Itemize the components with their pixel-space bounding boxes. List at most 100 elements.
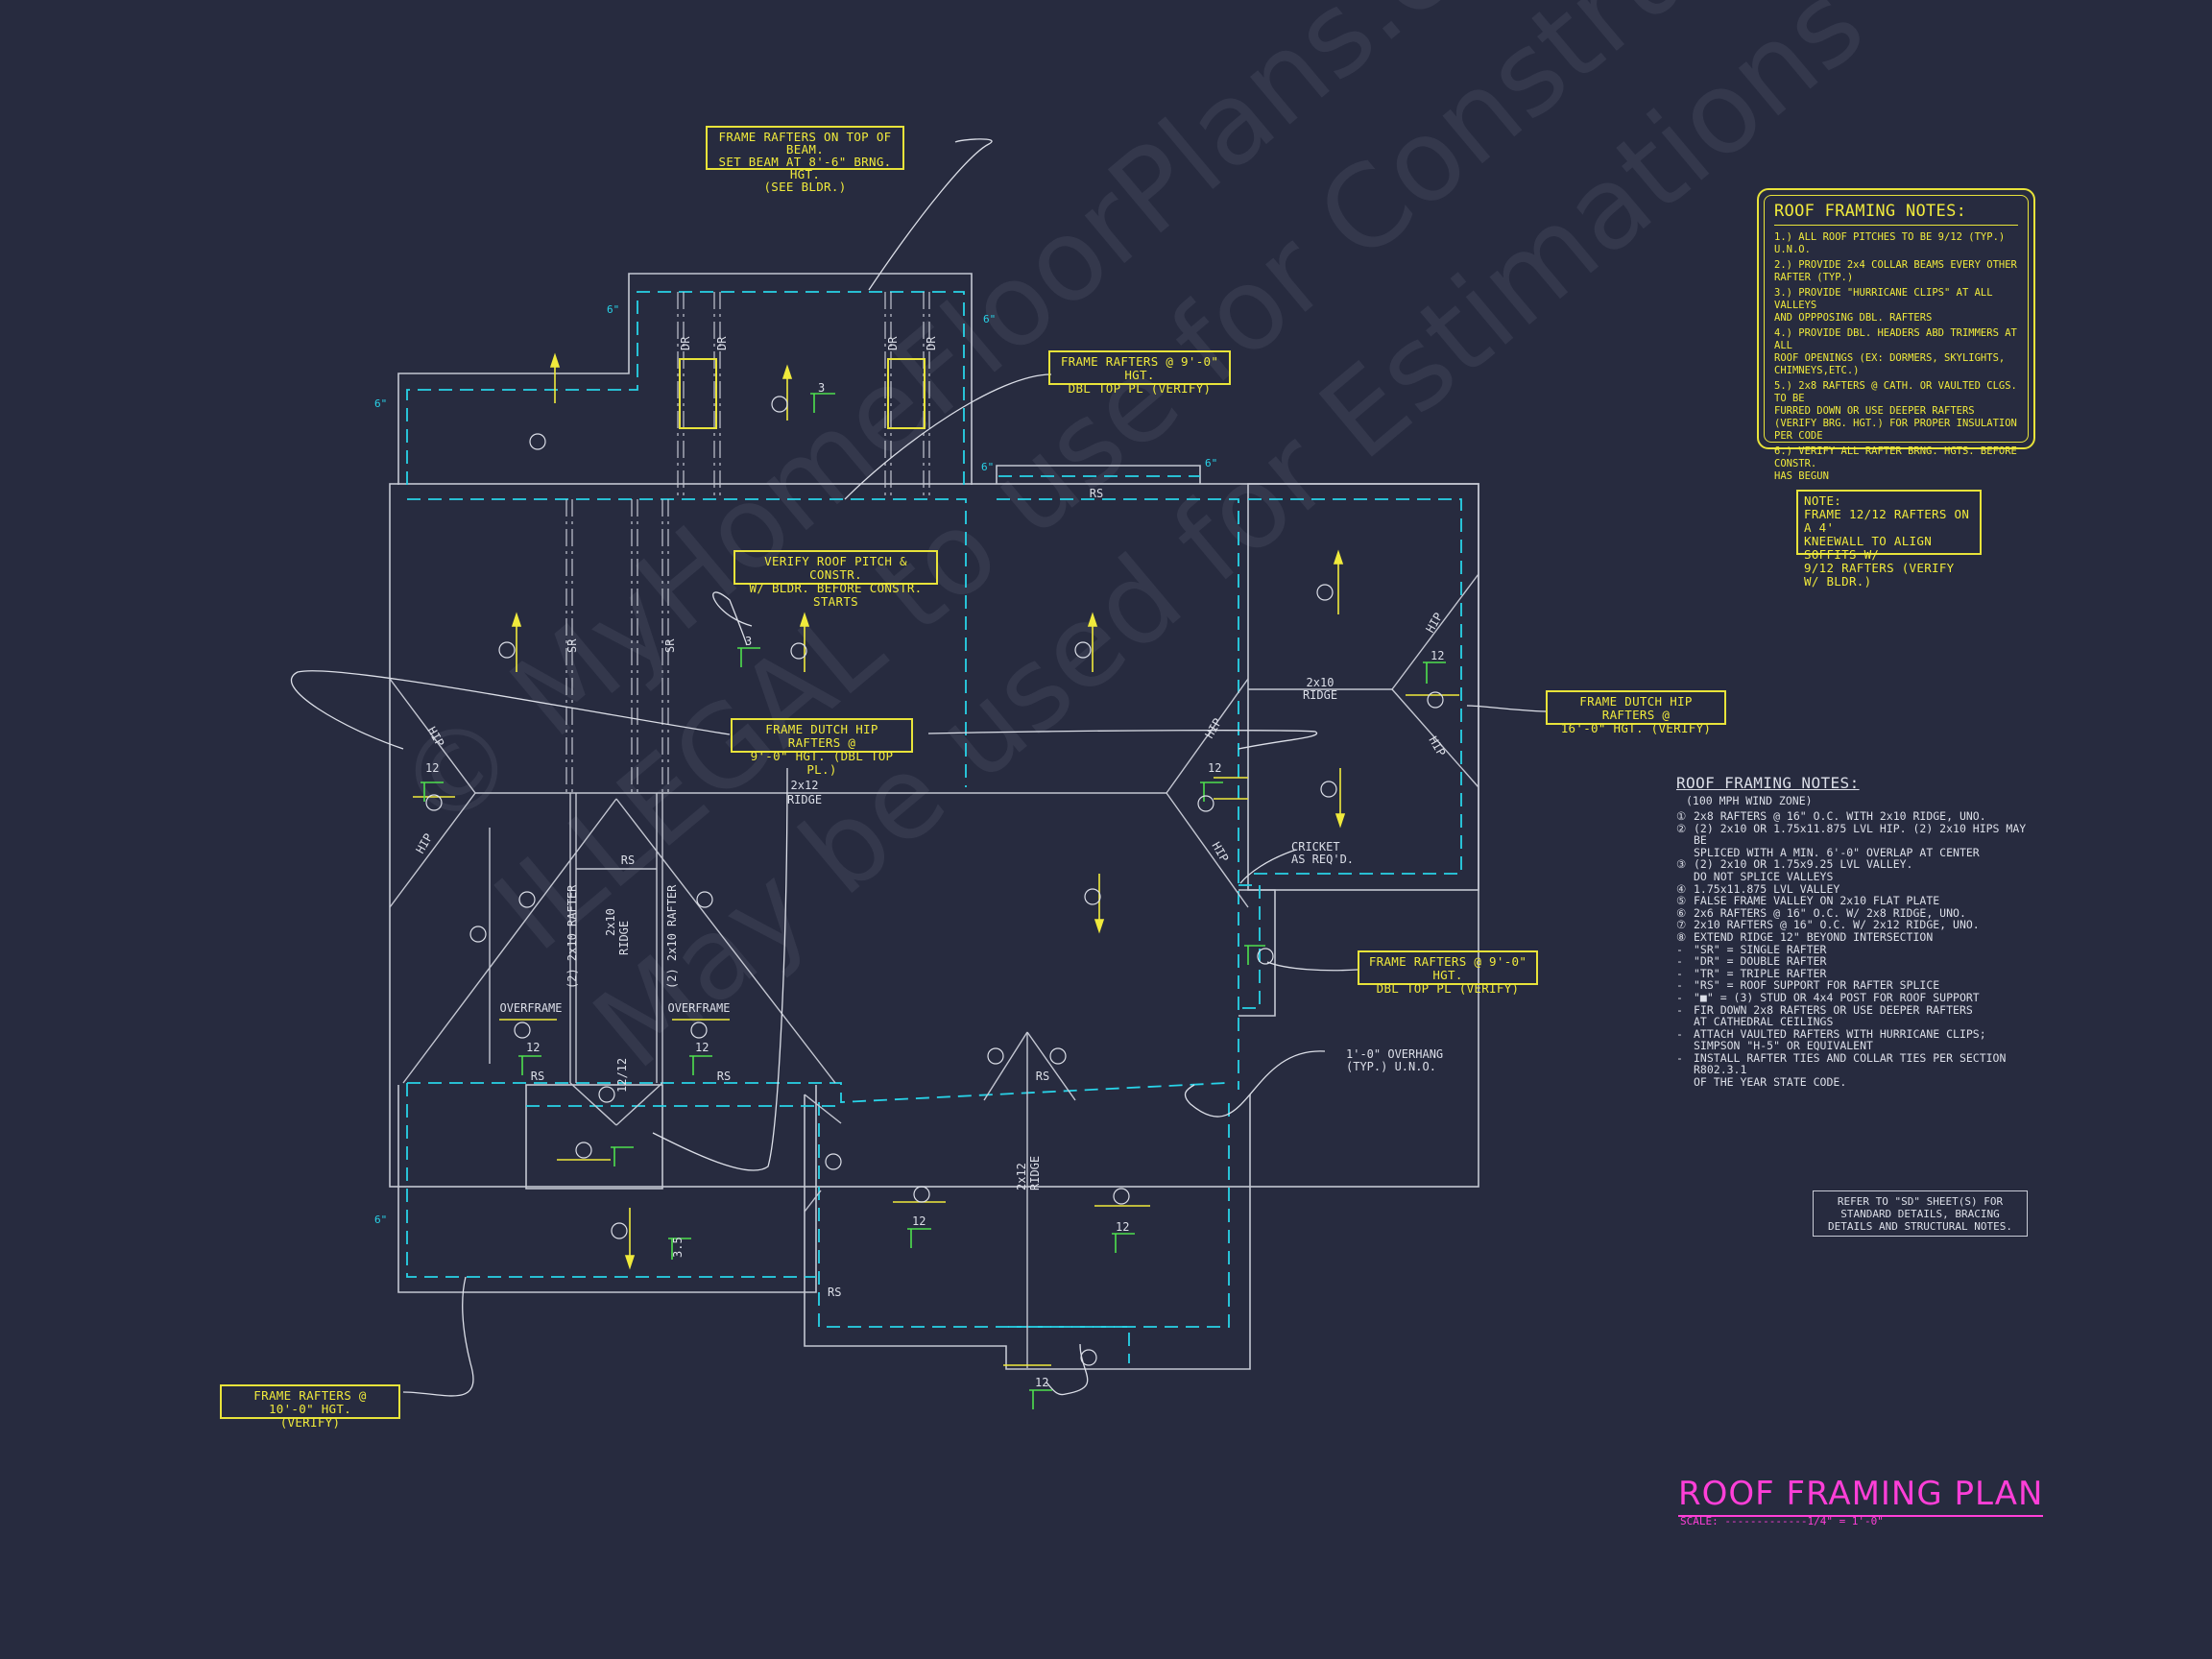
twelve-3: 12	[1431, 649, 1444, 662]
legend-mark: ②	[1676, 821, 1687, 835]
upper-left-wing	[397, 273, 973, 485]
legend-text: FALSE FRAME VALLEY ON 2x10 FLAT PLATE	[1694, 894, 1940, 908]
legend-text: "■" = (3) STUD OR 4x4 POST FOR ROOF SUPP…	[1694, 990, 1980, 1004]
legend-mark: -	[1676, 1026, 1683, 1041]
legend-text: "RS" = ROOF SUPPORT FOR RAFTER SPLICE	[1694, 978, 1940, 993]
right-side-step	[1238, 889, 1276, 1017]
center-ridge-word-label: RIDGE	[617, 921, 631, 955]
right-wing	[1247, 483, 1479, 891]
rafter-2x10-right-label: (2) 2x10 RAFTER	[665, 884, 679, 989]
callout-dbl-top-upper: FRAME RAFTERS @ 9'-0" HGT. DBL TOP PL (V…	[1048, 350, 1231, 396]
legend-text: FIR DOWN 2x8 RAFTERS OR USE DEEPER RAFTE…	[1694, 1002, 1973, 1029]
slope-arrows	[413, 352, 1459, 1366]
dim-6in-2: 6"	[983, 313, 996, 325]
right-hip-lower	[1391, 688, 1479, 788]
overhang-label: 1'-0" OVERHANG(TYP.) U.N.O.	[1346, 1047, 1443, 1073]
rs-label-center: RS	[1036, 1070, 1049, 1083]
twelve-1: 12	[425, 761, 439, 775]
legend-text: ATTACH VAULTED RAFTERS WITH HURRICANE CL…	[1694, 1026, 1986, 1053]
roof-note-6: 6.) VERIFY ALL RAFTER BRNG. HGTS. BEFORE…	[1774, 445, 2017, 482]
valley-step-b	[804, 1190, 822, 1213]
legend-mark: ③	[1676, 857, 1687, 872]
callout-dutch-hip-right: FRAME DUTCH HIP RAFTERS @ 16'-0" HGT. (V…	[1546, 690, 1726, 735]
callout-dutch-hip-left: FRAME DUTCH HIP RAFTERS @ 9'-0" HGT. (DB…	[731, 718, 913, 777]
dim-6in-3: 6"	[374, 397, 387, 410]
dim-6in-4: 6"	[981, 461, 994, 473]
callout-note-kneewall: NOTE: FRAME 12/12 RAFTERS ON A 4' KNEEWA…	[1796, 490, 1982, 589]
roof-framing-notes-inner: ROOF FRAMING NOTES: 1.) ALL ROOF PITCHES…	[1764, 195, 2029, 482]
right-ridge-word-label: RIDGE	[1303, 688, 1337, 702]
sr-label-left: SR	[565, 638, 579, 653]
hip-label-2: HIP	[413, 831, 435, 856]
valley-center-b	[1026, 1031, 1076, 1101]
legend-mark: -	[1676, 978, 1683, 993]
twelve-4: 12	[526, 1041, 540, 1054]
legend-title: ROOF FRAMING NOTES:	[1676, 774, 1860, 792]
legend-text: "DR" = DOUBLE RAFTER	[1694, 954, 1827, 969]
dimension-labels: 6" 6" 6" 6" 6" 6"	[374, 303, 1217, 1226]
legend-mark: -	[1676, 1002, 1683, 1017]
dim-6in-1: 6"	[607, 303, 619, 316]
pitch-12-12-label: 12/12	[615, 1058, 629, 1093]
three-1: 3	[818, 381, 825, 395]
bearing-lines	[406, 291, 1462, 1363]
legend-text: 2x8 RAFTERS @ 16" O.C. WITH 2x10 RIDGE, …	[1694, 809, 1986, 823]
pitch-symbols	[421, 393, 1446, 1409]
refer-sd-sheets-note: REFER TO "SD" SHEET(S) FOR STANDARD DETA…	[1813, 1190, 2028, 1237]
legend-text: "TR" = TRIPLE RAFTER	[1694, 966, 1827, 980]
valley-left-a	[402, 798, 617, 1084]
ridge-2x12-label: 2x12	[791, 779, 819, 792]
legend-item: ① 2x8 RAFTERS @ 16" O.C. WITH 2x10 RIDGE,…	[1676, 810, 2041, 823]
rs-label-mid: RS	[621, 854, 635, 867]
dr-label-3: DR	[886, 336, 900, 350]
right-bump	[996, 465, 1201, 484]
roof-framing-notes-box: ROOF FRAMING NOTES: 1.) ALL ROOF PITCHES…	[1757, 188, 2035, 482]
legend-mark: -	[1676, 966, 1683, 980]
roof-notes-title: ROOF FRAMING NOTES:	[1774, 202, 2018, 226]
legend-mark: -	[1676, 954, 1683, 969]
marker-circles	[425, 396, 1444, 1366]
twelve-8: 12	[1035, 1376, 1048, 1389]
hip-label-1: HIP	[424, 725, 446, 750]
legend-mark: ⑤	[1676, 894, 1687, 908]
callout-verify-pitch: VERIFY ROOF PITCH & CONSTR. W/ BLDR. BEF…	[733, 550, 938, 609]
three-2: 3	[745, 635, 752, 648]
legend-item: ②(2) 2x10 OR 1.75x11.875 LVL HIP. (2) 2x…	[1676, 821, 2041, 859]
hip-label-6: HIP	[1426, 734, 1448, 759]
legend-list: ① 2x8 RAFTERS @ 16" O.C. WITH 2x10 RIDGE,…	[1676, 810, 2041, 1089]
leader-lines	[290, 138, 1547, 1397]
lower-small-box	[525, 1084, 663, 1190]
twelve-5: 12	[695, 1041, 709, 1054]
legend-item: -ATTACH VAULTED RAFTERS WITH HURRICANE C…	[1676, 1026, 2041, 1053]
roof-note-4: 4.) PROVIDE DBL. HEADERS ABD TRIMMERS AT…	[1774, 327, 2017, 376]
rafter-lines	[565, 292, 930, 793]
pitch-3-5-label: 3.5	[671, 1237, 685, 1258]
dr-label-2: DR	[715, 336, 729, 350]
valley-left-b	[615, 798, 836, 1084]
hip-left-upper	[389, 678, 476, 794]
legend-mark: ⑦	[1676, 918, 1687, 932]
legend-mark: ⑥	[1676, 905, 1687, 920]
twelve-7: 12	[1116, 1220, 1129, 1234]
hip-right-lower	[1166, 792, 1249, 908]
roof-note-1: 1.) ALL ROOF PITCHES TO BE 9/12 (TYP.) U…	[1774, 231, 2006, 255]
hip-label-5: HIP	[1423, 611, 1445, 636]
legend-text: EXTEND RIDGE 12" BEYOND INTERSECTION	[1694, 929, 1934, 944]
legend-text: INSTALL RAFTER TIES AND COLLAR TIES PER …	[1694, 1050, 2007, 1090]
legend-mark: ①	[1676, 809, 1687, 823]
sheet-title: ROOF FRAMING PLAN	[1678, 1475, 2044, 1517]
hip-left-lower	[389, 792, 476, 908]
callout-beam: FRAME RAFTERS ON TOP OF BEAM. SET BEAM A…	[706, 126, 904, 193]
legend-mark: -	[1676, 990, 1683, 1004]
legend-mark: ④	[1676, 881, 1687, 896]
right-hip-upper	[1391, 573, 1479, 690]
legend-text: "SR" = SINGLE RAFTER	[1694, 942, 1827, 956]
twelve-6: 12	[912, 1214, 926, 1228]
legend-item: ⑤ FALSE FRAME VALLEY ON 2x10 FLAT PLATE	[1676, 895, 2041, 907]
dormers	[679, 358, 926, 429]
dr-label-1: DR	[679, 336, 692, 350]
